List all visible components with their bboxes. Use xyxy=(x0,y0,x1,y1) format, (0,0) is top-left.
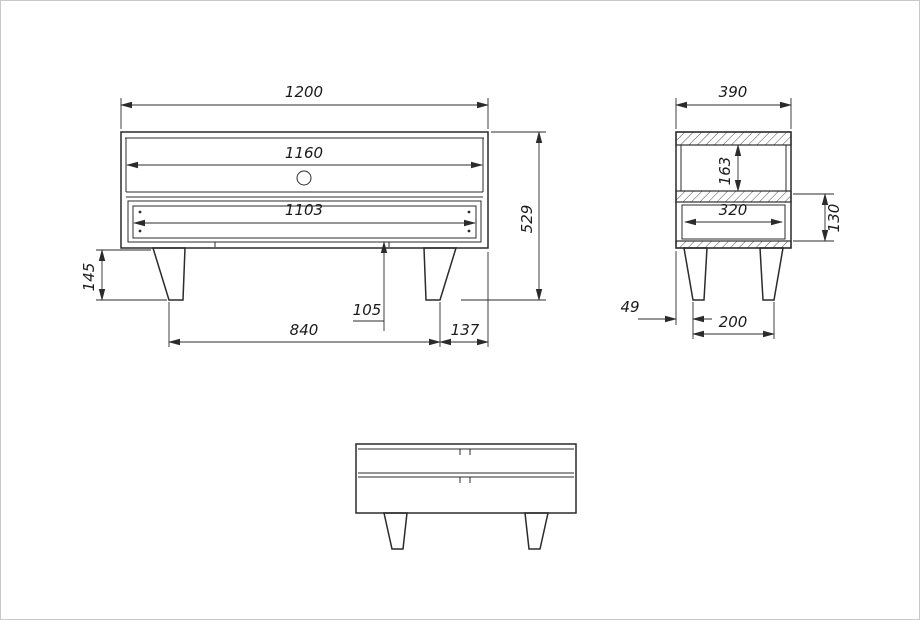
front-view: 1200 1160 1103 529 145 105 xyxy=(80,83,546,347)
front-right-leg xyxy=(423,247,458,301)
side-drawer-box xyxy=(681,204,786,240)
dim-label-drawer-depth: 320 xyxy=(719,201,748,219)
side-bottom-panel-hatched xyxy=(675,240,792,249)
side-cabinet-structure xyxy=(675,131,792,301)
dim-front-drawer-bottom-offset: 105 xyxy=(353,241,388,331)
side-right-leg xyxy=(759,247,784,301)
side-left-leg xyxy=(683,247,708,301)
dim-front-leg-span: 840 xyxy=(168,302,441,347)
drawer-fixture-dot xyxy=(467,210,471,214)
dim-front-inner-width: 1160 xyxy=(126,144,483,169)
side-shelf-hatched xyxy=(675,190,792,203)
dim-front-drawer-width: 1103 xyxy=(133,201,476,227)
dim-front-total-width: 1200 xyxy=(120,83,489,129)
bottom-right-leg xyxy=(524,512,549,550)
bottom-cabinet-outline xyxy=(355,443,577,514)
dim-label-inner-width: 1160 xyxy=(285,144,323,162)
cable-hole xyxy=(296,170,312,186)
dim-label-drawer-width: 1103 xyxy=(285,201,323,219)
dim-front-total-height: 529 xyxy=(461,131,546,301)
dim-side-leg-span: 200 xyxy=(692,302,775,339)
side-cabinet-outline xyxy=(675,131,792,249)
dim-label-drawer-bottom-offset: 105 xyxy=(353,301,382,319)
dim-label-side-leg-span: 200 xyxy=(719,313,748,331)
dim-label-leg-span: 840 xyxy=(290,321,319,339)
dim-label-total-height: 529 xyxy=(518,205,536,234)
dim-side-leg-front-offset: 49 xyxy=(620,251,712,325)
dim-label-leg-front-offset: 49 xyxy=(620,298,639,316)
dim-label-drawer-front-height: 130 xyxy=(825,204,843,233)
front-cabinet-outline xyxy=(120,131,489,249)
drawer-fixture-dot xyxy=(467,229,471,233)
side-top-panel-hatched xyxy=(675,131,792,146)
dim-side-total-depth: 390 xyxy=(675,83,792,129)
dim-side-drawer-depth: 320 xyxy=(684,201,783,226)
dim-front-leg-side-offset: 137 xyxy=(439,252,489,347)
drawer-fixture-dot xyxy=(138,229,142,233)
dim-label-total-depth: 390 xyxy=(719,83,748,101)
dim-side-top-compartment-height: 163 xyxy=(716,144,742,192)
dim-label-total-width: 1200 xyxy=(285,83,323,101)
front-drawer-outer xyxy=(127,200,482,243)
bottom-left-leg xyxy=(383,512,408,550)
dim-label-leg-height: 145 xyxy=(80,263,98,292)
dim-front-leg-height: 145 xyxy=(80,249,167,301)
bottom-view xyxy=(355,443,577,550)
front-cabinet-structure xyxy=(120,131,489,301)
front-left-leg xyxy=(151,247,186,301)
dim-side-drawer-front-height: 130 xyxy=(793,193,843,242)
drawer-fixture-dot xyxy=(138,210,142,214)
dim-label-leg-side-offset: 137 xyxy=(451,321,480,339)
dim-label-top-compartment-height: 163 xyxy=(716,157,734,186)
side-view: 390 163 320 130 49 200 xyxy=(620,83,843,339)
